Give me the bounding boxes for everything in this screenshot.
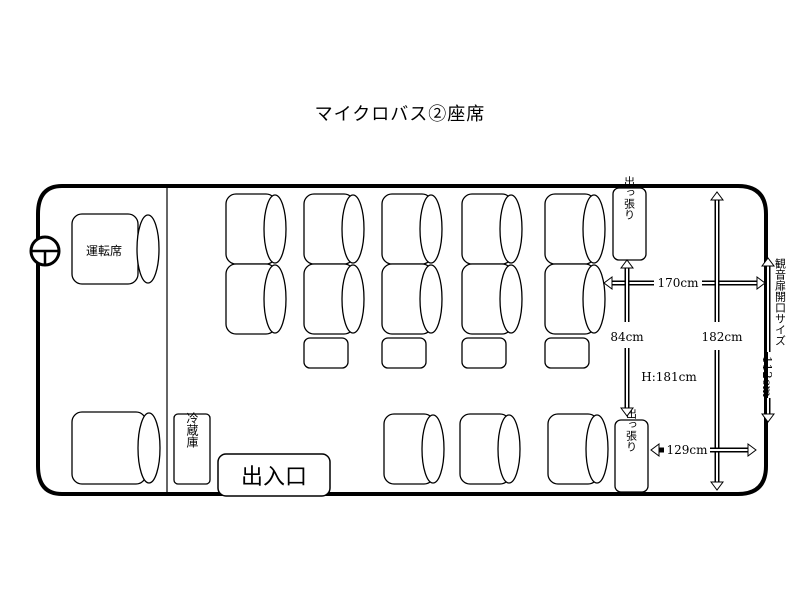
entrance-label: 出入口 (241, 465, 307, 490)
driver-seat: 運転席 (71, 213, 160, 285)
seat (381, 263, 443, 335)
seat (303, 337, 349, 369)
front-passenger-seat (71, 411, 161, 485)
seat (461, 263, 523, 335)
seat (544, 337, 590, 369)
width-top-label: 170cm (657, 276, 699, 290)
seat (383, 413, 445, 485)
fridge-label: 冷蔵庫 (185, 412, 199, 449)
seat (544, 263, 606, 335)
driver-seat-label: 運転席 (86, 243, 122, 258)
seat (381, 193, 443, 265)
seat (461, 193, 523, 265)
height-label: H:181cm (641, 370, 697, 384)
seat (381, 337, 427, 369)
aisle-depth-label: 84cm (610, 330, 644, 344)
seat (225, 263, 287, 335)
protrusion-top-label: 出っ張り (623, 175, 636, 220)
width-bottom-label: 129cm (666, 443, 708, 457)
rear-door-width-label: 112cm (760, 356, 774, 398)
seat (225, 193, 287, 265)
protrusion-bottom-label: 出っ張り (625, 407, 638, 452)
seat (303, 193, 365, 265)
entrance: 出入口 (217, 453, 331, 497)
protrusion-bottom: 出っ張り (614, 407, 649, 493)
seat-block-lower (383, 413, 609, 485)
seat (547, 413, 609, 485)
seat (461, 337, 507, 369)
steering-wheel-icon (29, 235, 61, 267)
length-label: 182cm (701, 330, 743, 344)
double-arrow-icon (603, 191, 775, 491)
seat (459, 413, 521, 485)
page-title: マイクロバス②座席 (314, 104, 486, 125)
seat (544, 193, 606, 265)
protrusion-top: 出っ張り (612, 175, 647, 261)
rear-door-size-label: 観音扉開口サイズ (774, 257, 787, 346)
fridge: 冷蔵庫 (173, 412, 211, 485)
seat (303, 263, 365, 335)
